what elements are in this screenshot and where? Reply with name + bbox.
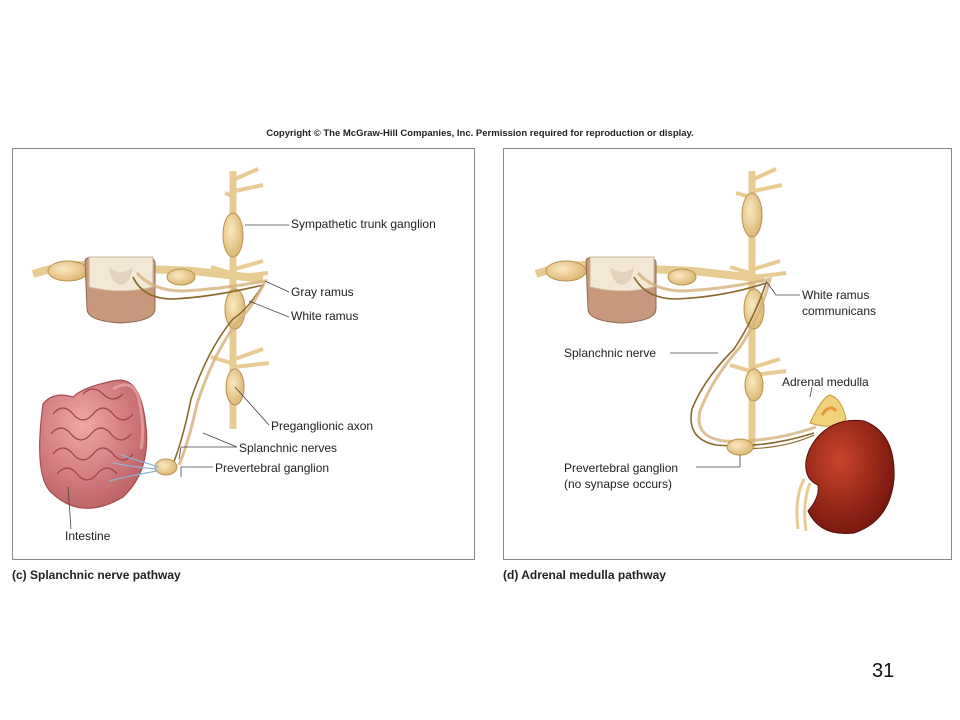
- label-splanchnic-nerves: Splanchnic nerves: [239, 441, 338, 455]
- label-no-synapse-occurs: (no synapse occurs): [564, 477, 673, 491]
- caption-panel-c: (c) Splanchnic nerve pathway: [12, 568, 181, 582]
- kidney: [805, 419, 895, 535]
- label-white-ramus: White ramus: [802, 288, 870, 302]
- kidney-adrenal-illustration: [795, 394, 895, 535]
- prevertebral-ganglion: [154, 458, 178, 476]
- leader-lines: [67, 224, 290, 530]
- intestine-illustration: [39, 379, 148, 509]
- label-white-ramus: White ramus: [291, 309, 359, 323]
- leader-lines: [670, 280, 813, 468]
- spinal-cord-section: [84, 256, 156, 324]
- preganglionic-axon-path: [132, 271, 268, 466]
- adrenal-pathway-diagram: [534, 167, 895, 535]
- dorsal-root-ganglion: [47, 260, 89, 282]
- splanchnic-axon-path: [633, 271, 817, 450]
- splanchnic-pathway-diagram: [31, 167, 290, 530]
- caption-panel-d: (d) Adrenal medulla pathway: [503, 568, 666, 582]
- slide-number: 31: [872, 660, 895, 682]
- panel-splanchnic-nerve-pathway: Sympathetic trunk ganglion Gray ramus Wh…: [12, 148, 475, 560]
- label-preganglionic-axon: Preganglionic axon: [271, 419, 374, 433]
- copyright-notice: Copyright © The McGraw-Hill Companies, I…: [266, 128, 694, 139]
- label-gray-ramus: Gray ramus: [291, 285, 354, 299]
- label-sympathetic-trunk-ganglion: Sympathetic trunk ganglion: [291, 217, 436, 231]
- label-adrenal-medulla: Adrenal medulla: [782, 375, 869, 389]
- label-intestine: Intestine: [65, 529, 111, 543]
- label-prevertebral-ganglion: Prevertebral ganglion: [564, 461, 679, 475]
- label-prevertebral-ganglion: Prevertebral ganglion: [215, 461, 330, 475]
- sympathetic-trunk: [210, 167, 270, 429]
- postganglionic-fibers: [108, 454, 160, 482]
- prevertebral-ganglion: [726, 438, 754, 456]
- adrenal-gland: [809, 394, 847, 427]
- panel-adrenal-medulla-pathway: White ramus communicans Splanchnic nerve…: [503, 148, 952, 560]
- sympathetic-trunk: [729, 167, 787, 449]
- label-communicans: communicans: [802, 304, 877, 318]
- label-splanchnic-nerve: Splanchnic nerve: [564, 346, 657, 360]
